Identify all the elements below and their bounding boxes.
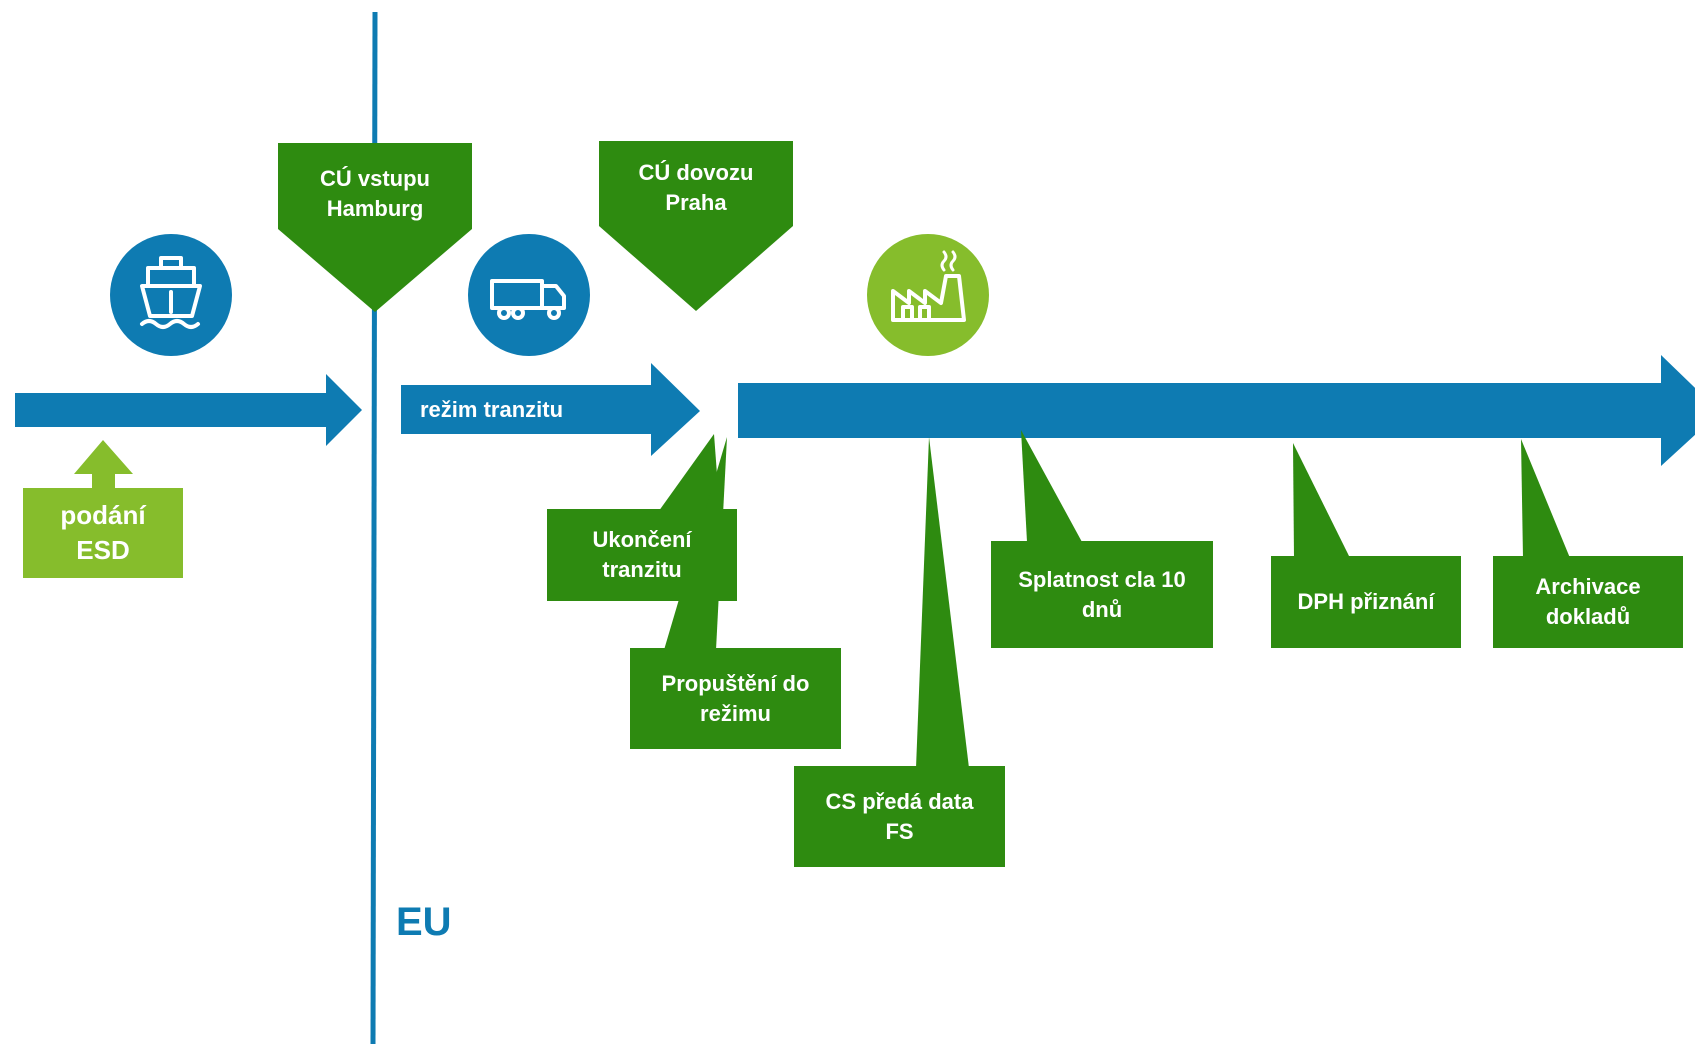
release-box (630, 648, 841, 749)
archive-callout-tail (1521, 439, 1570, 558)
factory-icon (867, 234, 989, 356)
main-process-arrow (738, 355, 1695, 466)
duty-due-box (991, 541, 1213, 648)
duty-due-callout-tail (1021, 430, 1082, 542)
eu-label: EU (396, 900, 452, 944)
entry-office-marker (278, 143, 472, 312)
archive-box (1493, 556, 1683, 648)
vat-callout-tail (1293, 443, 1350, 558)
cs-fs-label: CS předá data FS (825, 788, 974, 844)
transit-label: režim tranzitu (420, 397, 564, 423)
archive-label: Archivace dokladů (1535, 574, 1641, 629)
import-office-label: CÚ dovozu Praha (638, 160, 754, 215)
transit-end-label: Ukončení tranzitu (592, 527, 692, 582)
vat-box (1271, 556, 1461, 648)
release-label: Propuštění do režimu (661, 670, 810, 726)
transit-end-box (547, 509, 737, 601)
entry-office-label: CÚ vstupu Hamburg (320, 166, 430, 221)
cs-fs-box (794, 766, 1005, 867)
esd-label: podání ESD (60, 499, 146, 565)
transit-end-callout-tail (656, 434, 720, 515)
esd-up-arrow (74, 440, 133, 490)
sea-transport-arrow (15, 374, 362, 446)
vat-label: DPH přiznání (1297, 589, 1435, 615)
import-office-marker (599, 141, 793, 311)
duty-due-label: Splatnost cla 10 dnů (1018, 566, 1186, 622)
truck-icon (468, 234, 590, 356)
transit-arrow (401, 363, 700, 456)
ship-icon (110, 234, 232, 356)
esd-box (23, 488, 183, 578)
cs-fs-callout-tail (916, 437, 969, 768)
